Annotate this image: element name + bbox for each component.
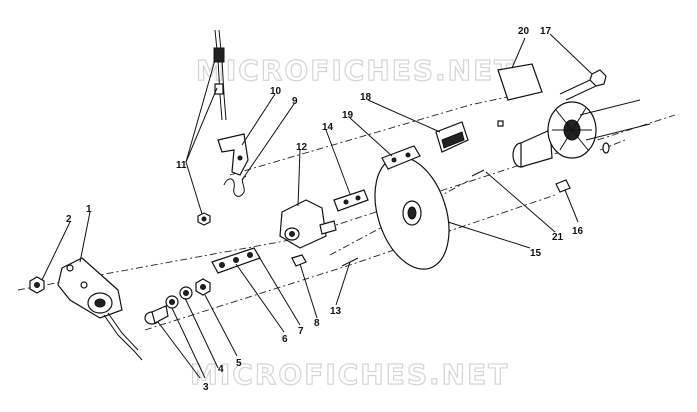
bolt-17	[559, 69, 607, 101]
callout-7: 7	[298, 326, 304, 337]
disc-15	[374, 156, 450, 270]
callout-2: 2	[66, 214, 72, 225]
callout-13: 13	[330, 306, 342, 317]
callout-5: 5	[236, 358, 242, 369]
callout-17: 17	[540, 26, 552, 37]
callout-20: 20	[518, 26, 530, 37]
cable-and-bracket	[197, 29, 249, 226]
callout-12: 12	[296, 142, 308, 153]
callout-9: 9	[292, 96, 298, 107]
watermark-top: MICROFICHES.NET	[196, 54, 515, 87]
pin-21	[471, 169, 485, 177]
hub-assembly	[512, 99, 651, 168]
link-plate-6	[211, 247, 261, 274]
bolt-3	[144, 305, 169, 325]
callout-14: 14	[322, 122, 334, 133]
decal-20	[497, 63, 543, 101]
callouts: 1 2 3 4 5 6 7 8 9 10 11 12 13 14 15 16 1…	[66, 26, 584, 393]
small-square-part	[497, 120, 504, 127]
watermark-bottom: MICROFICHES.NET	[190, 358, 509, 391]
callout-10: 10	[270, 86, 282, 97]
washer-4b	[179, 286, 193, 300]
plate-14	[333, 189, 369, 212]
leader-lines	[41, 33, 593, 379]
callout-1: 1	[86, 204, 92, 215]
callout-21: 21	[552, 232, 564, 243]
callout-16: 16	[572, 226, 584, 237]
actuator-block-12	[279, 199, 337, 249]
nut-2	[29, 276, 45, 294]
clip-16	[555, 179, 571, 193]
bracket-plate	[57, 257, 143, 361]
callout-6: 6	[282, 334, 288, 345]
callout-18: 18	[360, 92, 372, 103]
callout-4: 4	[218, 364, 224, 375]
callout-19: 19	[342, 110, 354, 121]
plate-19	[381, 145, 421, 170]
nut-5	[195, 278, 211, 296]
block-18	[435, 121, 469, 153]
clip-8	[291, 254, 307, 267]
callout-3: 3	[203, 382, 209, 393]
callout-11: 11	[176, 160, 187, 171]
washer-4	[165, 295, 179, 309]
callout-15: 15	[530, 248, 542, 259]
callout-8: 8	[314, 318, 320, 329]
